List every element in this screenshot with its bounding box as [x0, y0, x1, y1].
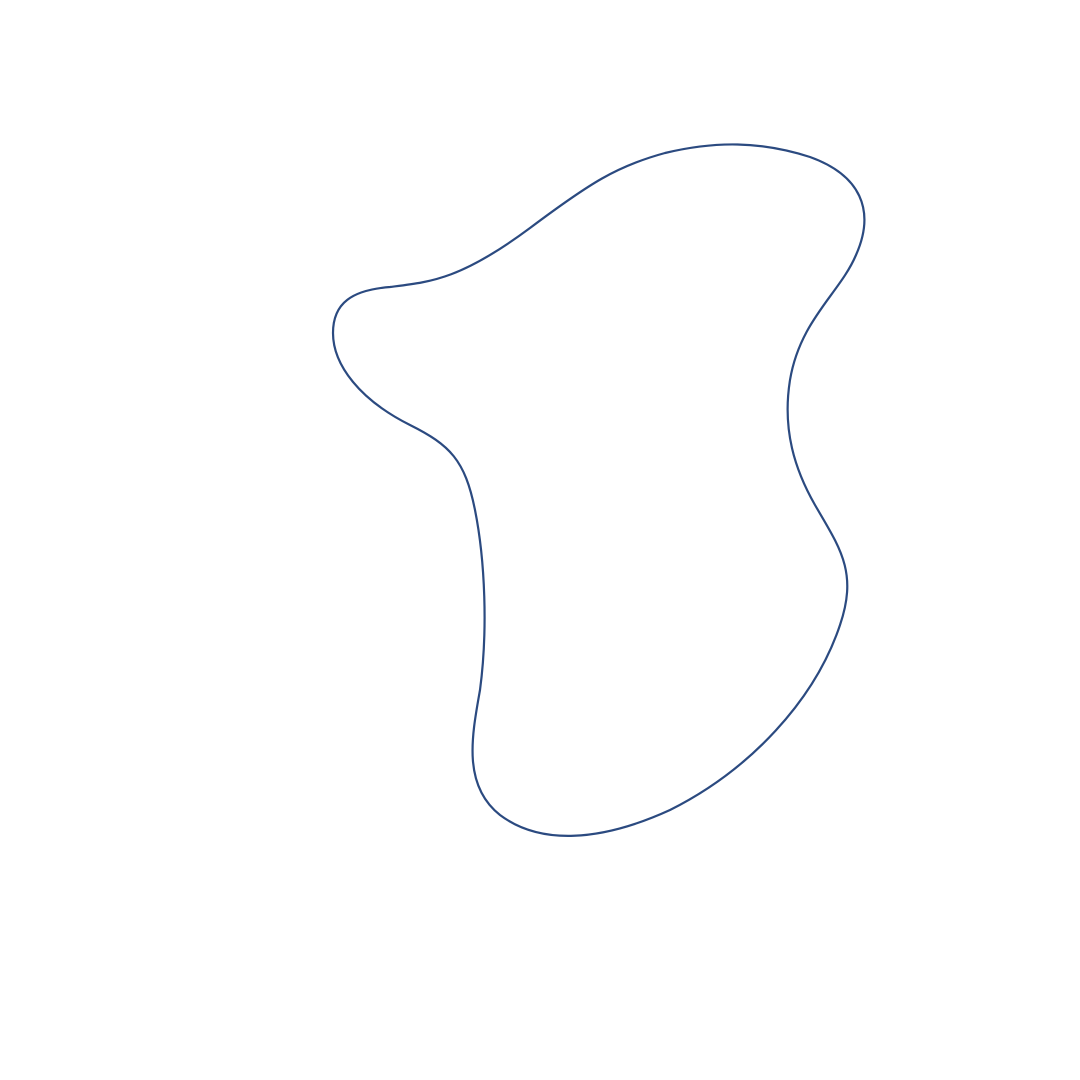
blob-outline [331, 143, 866, 837]
